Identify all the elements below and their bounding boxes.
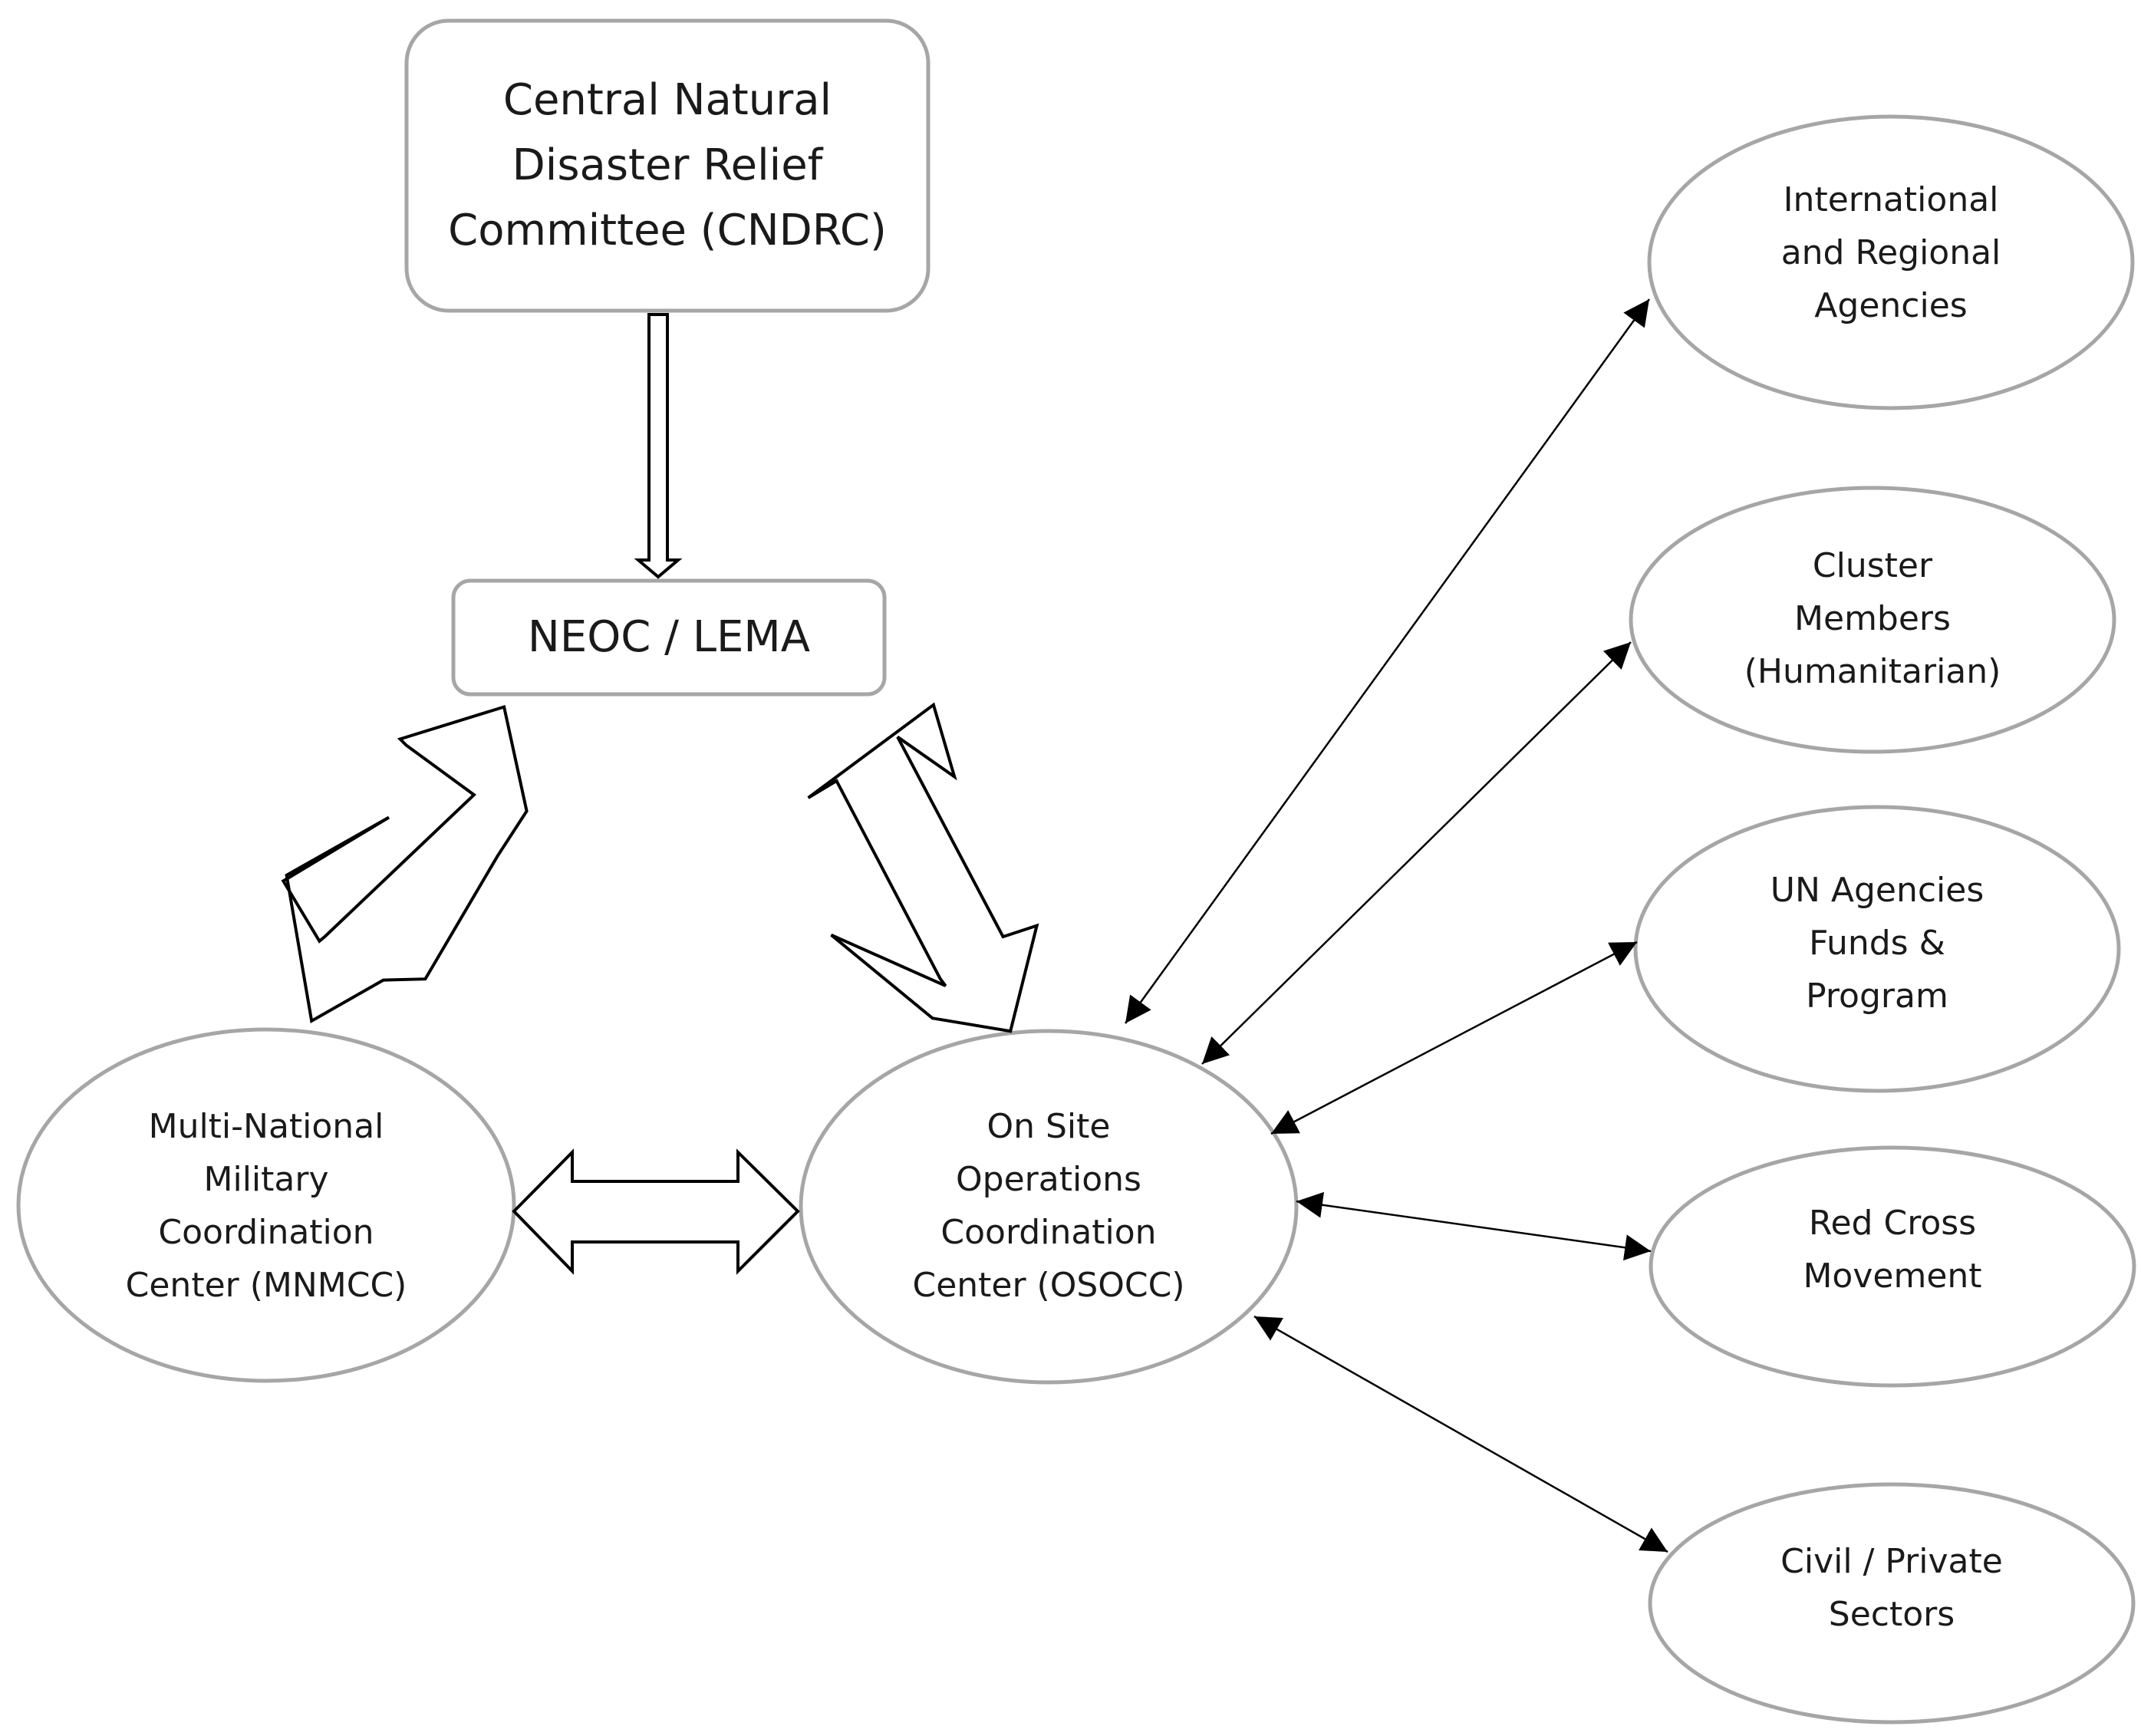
cluster-ellipse [1629, 486, 2116, 754]
osocc-redcross-connector [1296, 1191, 1652, 1261]
neoc-mnmcc-arrow [281, 704, 529, 1024]
osocc-civil-connector [1253, 1315, 1668, 1553]
osocc-intl-connector [1124, 298, 1651, 1024]
cndrc-to-neoc-arrow [634, 313, 683, 579]
osocc-ellipse [799, 1029, 1299, 1385]
civil-ellipse [1648, 1482, 2136, 1724]
cndrc-box [404, 18, 931, 313]
osocc-un-connector [1270, 940, 1638, 1135]
un-ellipse [1633, 805, 2121, 1093]
mnmcc-ellipse [16, 1027, 516, 1383]
neoc-box [451, 578, 887, 697]
intl-ellipse [1647, 114, 2135, 410]
mnmcc-osocc-arrow [512, 1148, 800, 1275]
neoc-osocc-arrow [807, 702, 1039, 1033]
osocc-cluster-connector [1201, 641, 1632, 1065]
redcross-ellipse [1649, 1145, 2136, 1388]
